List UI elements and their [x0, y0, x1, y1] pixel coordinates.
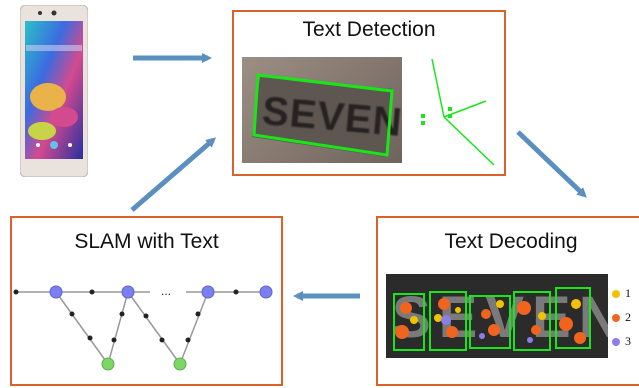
- slam-title: SLAM with Text: [74, 230, 219, 253]
- phone-image: [19, 4, 89, 178]
- text-decoding-panel: Text Decoding SEVEN: [376, 216, 639, 386]
- legend-label: 3: [625, 334, 631, 348]
- pose-node: [49, 285, 63, 299]
- legend-label: 2: [625, 310, 631, 324]
- arrow-icon: [516, 130, 587, 198]
- text-detection-panel: Text Detection SEVEN: [232, 10, 506, 176]
- landmark-node: [173, 357, 187, 371]
- detection-geometry-plot: [421, 58, 495, 166]
- pose-node: [259, 285, 273, 299]
- legend-item-3: 3: [612, 334, 631, 349]
- decoding-image: SEVEN: [386, 274, 608, 358]
- slam-graph: ...: [13, 284, 273, 371]
- legend-dot: [612, 338, 620, 347]
- graph-ellipsis: ...: [161, 284, 171, 298]
- arrow-icon: [130, 137, 217, 212]
- legend-dot: [612, 290, 620, 299]
- detection-image: SEVEN: [242, 57, 402, 163]
- pose-node: [121, 285, 135, 299]
- text-decoding-title: Text Decoding: [444, 230, 578, 253]
- detection-bounding-box: [252, 73, 394, 157]
- landmark-node: [101, 357, 115, 371]
- legend-dot: [612, 314, 620, 323]
- text-detection-title: Text Detection: [302, 18, 436, 41]
- legend-item-2: 2: [612, 310, 631, 325]
- legend-label: 1: [625, 286, 631, 300]
- legend-item-1: 1: [612, 286, 631, 301]
- pose-node: [201, 285, 215, 299]
- slam-panel: SLAM with Text ...: [10, 216, 283, 386]
